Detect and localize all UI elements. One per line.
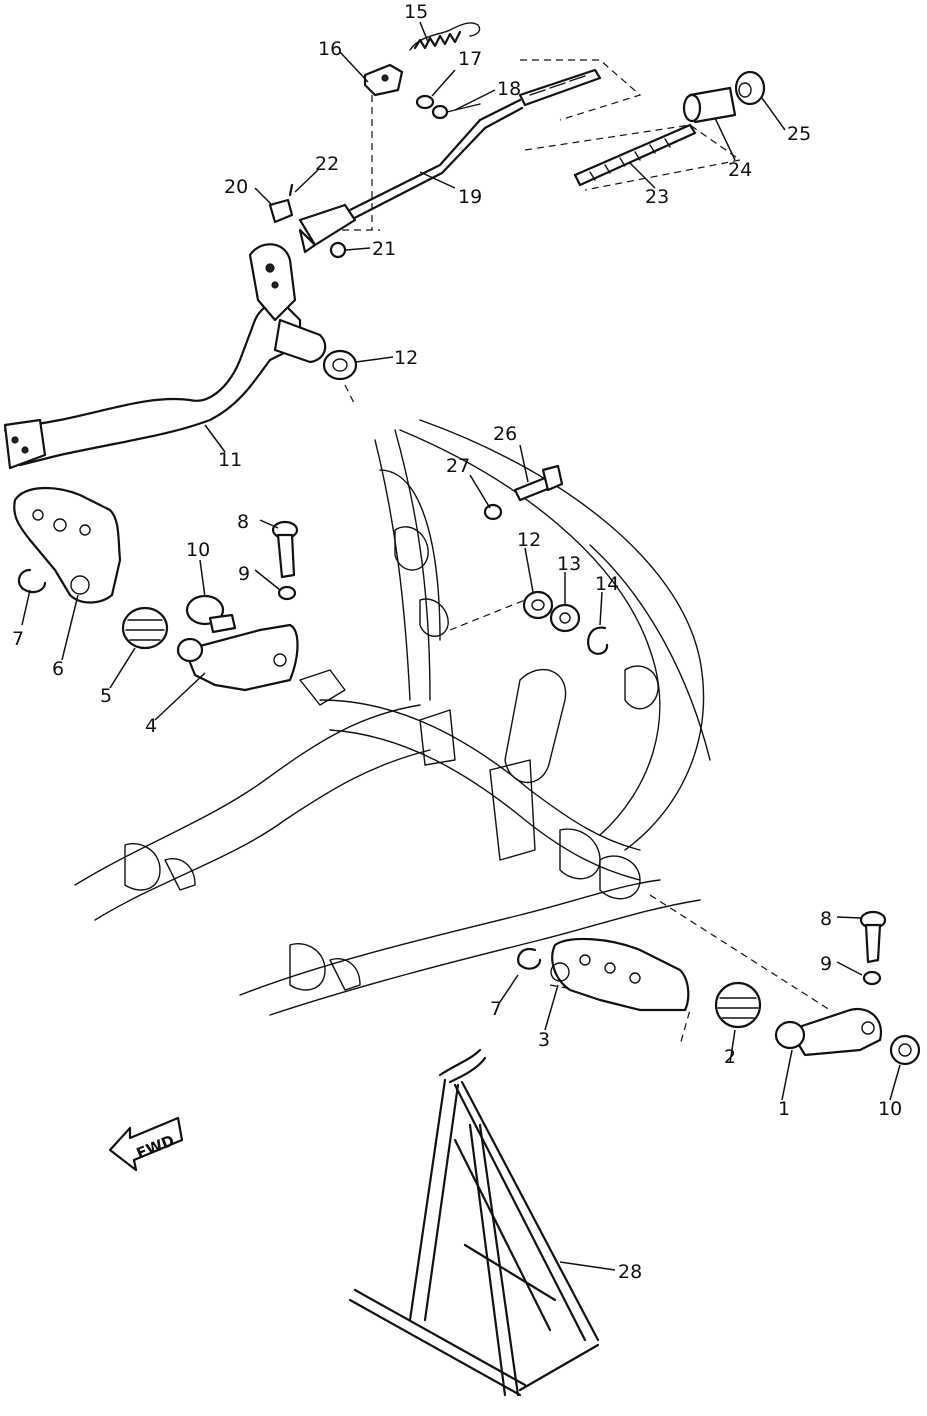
label-7-right: 7 <box>490 998 502 1020</box>
clip-part-14 <box>587 626 609 655</box>
part-labels: 15 16 17 18 19 20 21 22 23 24 25 12 11 2… <box>12 1 902 1283</box>
spring-part-23 <box>573 123 697 187</box>
cap-part-10-right <box>889 1034 921 1066</box>
brake-rod-part-19 <box>298 68 602 259</box>
spring-part-15 <box>409 22 481 51</box>
label-20: 20 <box>224 176 248 198</box>
label-3: 3 <box>538 1029 550 1051</box>
label-4: 4 <box>145 715 157 737</box>
label-16: 16 <box>318 38 342 60</box>
spring-part-5 <box>121 606 169 650</box>
label-10-right: 10 <box>878 1098 902 1120</box>
frame-outline <box>74 419 711 1016</box>
label-28: 28 <box>618 1261 642 1283</box>
clip-part-7-right <box>517 947 542 970</box>
label-1: 1 <box>778 1098 790 1120</box>
footrest-part-3 <box>550 937 690 1012</box>
label-7-left: 7 <box>12 628 24 650</box>
label-11: 11 <box>218 449 242 471</box>
washer-part-13 <box>549 603 581 633</box>
leader-lines <box>21 21 901 1271</box>
bolt-part-26 <box>513 464 564 502</box>
label-6: 6 <box>52 658 64 680</box>
label-19: 19 <box>458 186 482 208</box>
label-14: 14 <box>595 573 619 595</box>
label-12-right: 12 <box>517 529 541 551</box>
washer-part-12-right <box>522 590 554 620</box>
label-26: 26 <box>493 423 517 445</box>
bolt-part-8-left <box>271 520 299 579</box>
bracket-part-1 <box>774 1007 883 1057</box>
label-8-right: 8 <box>820 908 832 930</box>
label-22: 22 <box>315 153 339 175</box>
brake-pedal-part-11 <box>3 243 327 470</box>
label-17: 17 <box>458 48 482 70</box>
bracket-part-16 <box>363 63 404 97</box>
label-18: 18 <box>497 78 521 100</box>
clip-part-7-left <box>17 568 47 594</box>
label-10-left: 10 <box>186 539 210 561</box>
assembly-guide-lines <box>330 59 831 1046</box>
label-27: 27 <box>446 455 470 477</box>
pin-part-18 <box>431 103 481 120</box>
label-23: 23 <box>645 186 669 208</box>
spring-part-2 <box>714 981 762 1029</box>
label-8-left: 8 <box>237 511 249 533</box>
clevis-part-20 <box>268 198 294 224</box>
washer-part-12-top <box>322 349 358 381</box>
cap-part-10-left <box>185 594 237 634</box>
label-5: 5 <box>100 685 112 707</box>
label-25: 25 <box>787 123 811 145</box>
stand-part-28 <box>348 1048 600 1397</box>
label-9-left: 9 <box>238 563 250 585</box>
washer-part-9-right <box>862 970 882 986</box>
cotter-pin-part-22 <box>288 183 294 197</box>
nut-part-25 <box>734 70 766 106</box>
label-24: 24 <box>728 159 752 181</box>
bolt-part-8-right <box>859 910 887 964</box>
washer-part-27 <box>483 503 503 521</box>
washer-part-9-left <box>277 585 297 601</box>
label-13: 13 <box>557 553 581 575</box>
label-15: 15 <box>404 1 428 23</box>
label-21: 21 <box>372 238 396 260</box>
adjuster-part-24 <box>682 86 737 124</box>
label-2: 2 <box>724 1046 736 1068</box>
label-12-top: 12 <box>394 347 418 369</box>
fwd-direction-arrow: FWD <box>108 1116 184 1172</box>
footrest-part-6 <box>13 486 122 604</box>
bracket-part-4 <box>176 623 299 692</box>
label-9-right: 9 <box>820 953 832 975</box>
washer-part-17 <box>415 94 435 110</box>
